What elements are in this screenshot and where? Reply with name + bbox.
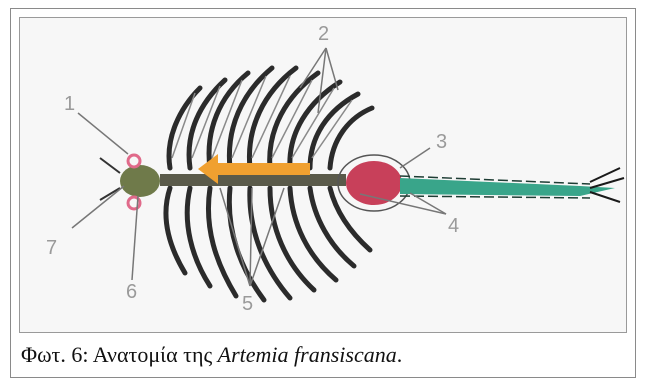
callout-3: 3 bbox=[436, 131, 447, 153]
callout-7: 7 bbox=[46, 237, 57, 259]
figure-caption: Φωτ. 6: Ανατομία της Artemia fransiscana… bbox=[21, 337, 402, 373]
caption-species: Artemia fransiscana bbox=[218, 342, 397, 367]
anatomy-diagram: 1 2 3 4 5 6 7 bbox=[19, 17, 627, 333]
figure-frame: 1 2 3 4 5 6 7 Φωτ. 6: Ανατομία της Artem… bbox=[10, 8, 636, 378]
artemia-anatomy-illustration: 1 2 3 4 5 6 7 bbox=[20, 18, 628, 334]
ovisac bbox=[346, 161, 402, 205]
gut bbox=[160, 174, 346, 186]
callout-2: 2 bbox=[318, 23, 329, 45]
callout-1: 1 bbox=[64, 93, 75, 115]
caption-suffix: . bbox=[397, 342, 403, 367]
callout-4: 4 bbox=[448, 215, 459, 237]
lower-legs bbox=[166, 188, 370, 300]
abdomen bbox=[400, 168, 624, 202]
eye-upper bbox=[128, 155, 140, 167]
callout-5: 5 bbox=[242, 293, 253, 315]
caption-prefix: Φωτ. 6: Ανατομία της bbox=[21, 342, 218, 367]
head bbox=[120, 165, 160, 197]
callout-6: 6 bbox=[126, 281, 137, 303]
